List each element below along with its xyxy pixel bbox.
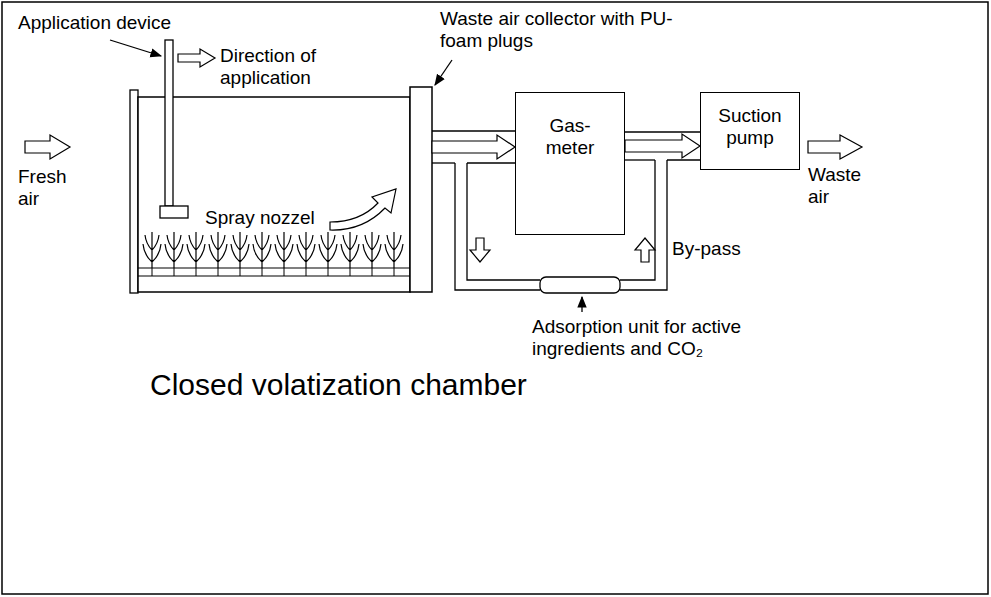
node-text: Suction pump (710, 105, 790, 149)
collector-label: Waste air collector with PU-foam plugs (440, 8, 680, 52)
diagram-title: Closed volatization chamber (150, 368, 750, 403)
fresh-air-arrow (25, 135, 70, 159)
inlet-wall (130, 90, 138, 293)
waste-air-collector (410, 87, 432, 292)
by-pass-label: By-pass (672, 238, 762, 260)
flow-arrow (432, 135, 515, 159)
application-device (165, 40, 173, 206)
air-flow-arrow (330, 189, 396, 230)
outlet-label: Waste air (808, 164, 868, 208)
waste-air-arrow (808, 135, 862, 159)
device-label: Application device (18, 12, 218, 34)
pipe-wall (432, 162, 455, 163)
pipe-wall (625, 159, 655, 160)
adsorption-label: Adsorption unit for active ingredients a… (532, 316, 777, 360)
ground-line (138, 275, 410, 276)
leader-line (110, 40, 161, 56)
inlet-label: Fresh air (18, 166, 78, 210)
gas-meter-box: Gas- meter (515, 92, 625, 235)
suction-pump-box: Suction pump (700, 92, 800, 170)
leader-line (435, 60, 452, 85)
node-text: Spray nozzel (205, 207, 345, 229)
chamber-wall (138, 97, 410, 292)
flow-arrow (625, 134, 700, 158)
plants (143, 232, 403, 276)
pipe-wall (625, 131, 700, 132)
pipe-wall (467, 162, 515, 163)
spray-nozzle (160, 206, 188, 218)
adsorption-unit (540, 277, 620, 293)
ground-line (138, 267, 410, 268)
pipe-wall (432, 130, 515, 131)
volatization-chamber: Direction of applicationSpray nozzel (130, 85, 432, 293)
by-pass-arrow (470, 238, 490, 262)
by-pass-arrow (635, 238, 655, 262)
leader-line (581, 297, 582, 312)
direction-arrow (178, 49, 215, 67)
node-text: Gas- meter (539, 115, 601, 159)
node-text: Direction of application (220, 45, 340, 89)
pipe-wall (667, 159, 700, 160)
